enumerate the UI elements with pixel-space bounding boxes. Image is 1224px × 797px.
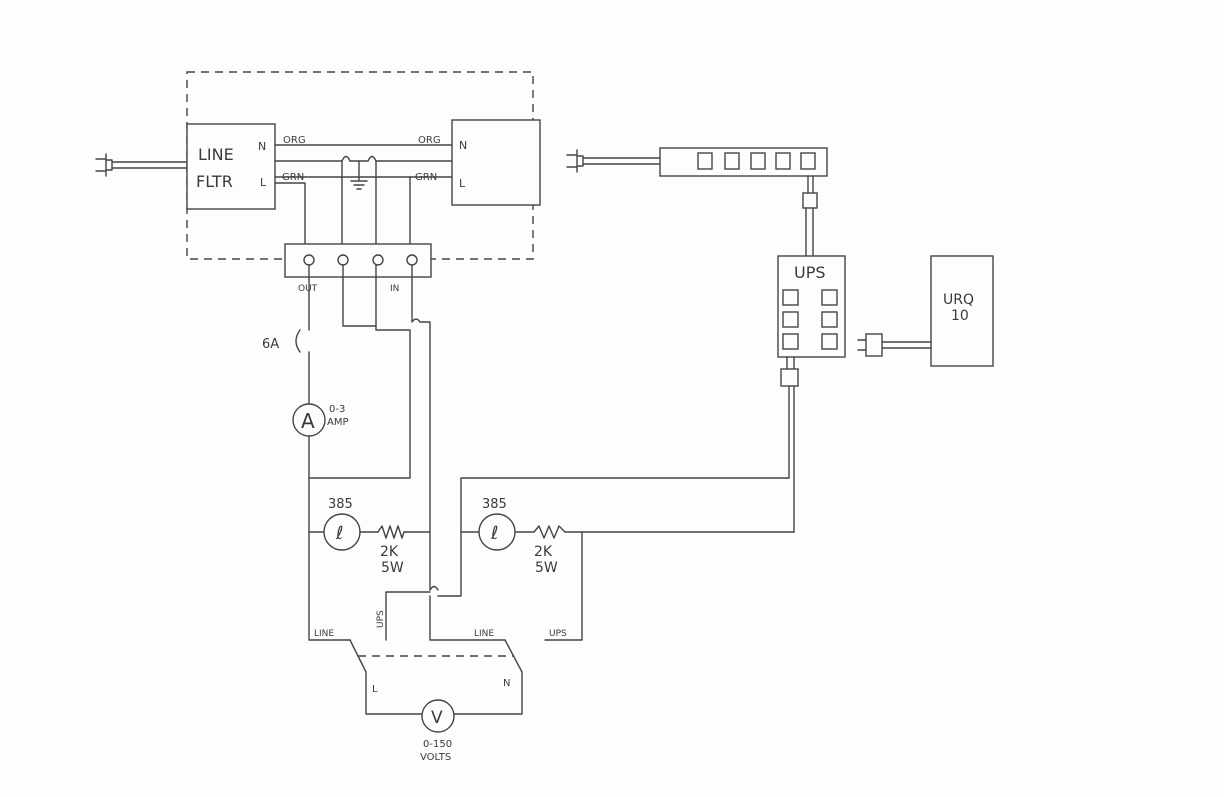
terminal-out-label: OUT [298, 284, 318, 294]
output-box-l: L [459, 177, 466, 190]
lamp-2-label: 385 [482, 497, 507, 512]
ups-outlets [782, 289, 838, 350]
fuse-symbol [295, 329, 301, 353]
wire-org-left: ORG [283, 135, 306, 146]
resistor-1 [377, 525, 405, 539]
urq-box [930, 255, 994, 367]
voltmeter-range-1: 0-150 [423, 739, 452, 750]
fuse-label: 6A [262, 337, 279, 352]
resistor-1-value: 2K [380, 544, 399, 560]
lamp-1-symbol: ℓ [335, 523, 343, 544]
main-circuit-wiring [308, 264, 795, 641]
input-plug [95, 153, 189, 177]
voltmeter [421, 699, 455, 733]
ups-input-plug [780, 356, 799, 387]
internal-wiring [274, 144, 453, 254]
ups-vertical-label: UPS [376, 610, 386, 628]
resistor-1-watts: 5W [381, 560, 404, 576]
ammeter-range-2: AMP [327, 417, 349, 428]
output-box [451, 119, 541, 206]
ammeter-range-1: 0-3 [329, 404, 345, 415]
wire-grn-left: GRN [282, 172, 304, 183]
switch-n: N [503, 678, 510, 689]
line-filter-l: L [260, 176, 267, 189]
urq-label-1: URQ [943, 292, 974, 308]
power-strip [566, 147, 828, 177]
lamp-2-symbol: ℓ [490, 523, 498, 544]
line-filter-label-1: LINE [198, 145, 234, 164]
lamp-1 [323, 513, 361, 551]
switch-ups-right: UPS [549, 629, 567, 639]
wire-org-right: ORG [418, 135, 441, 146]
ammeter [292, 403, 326, 437]
switch [349, 639, 523, 715]
lamp-2 [478, 513, 516, 551]
resistor-2 [533, 525, 566, 539]
resistor-2-watts: 5W [535, 560, 558, 576]
output-box-n: N [459, 139, 467, 152]
line-filter-n: N [258, 140, 266, 153]
ammeter-symbol: A [301, 409, 315, 433]
switch-line-left: LINE [314, 629, 334, 639]
lamp-1-label: 385 [328, 497, 353, 512]
switch-line-right: LINE [474, 629, 494, 639]
urq-label-2: 10 [951, 308, 969, 324]
voltmeter-symbol: V [431, 708, 443, 728]
wire-grn-right: GRN [415, 172, 437, 183]
terminal-in-label: IN [390, 284, 399, 294]
voltmeter-range-2: VOLTS [420, 752, 451, 763]
ups-title: UPS [794, 263, 826, 282]
line-filter-box [186, 123, 276, 210]
switch-l: L [372, 684, 378, 695]
line-filter-label-2: FLTR [196, 172, 233, 191]
strip-to-ups-cable [802, 175, 818, 258]
urq-plug [857, 333, 932, 357]
resistor-2-value: 2K [534, 544, 553, 560]
